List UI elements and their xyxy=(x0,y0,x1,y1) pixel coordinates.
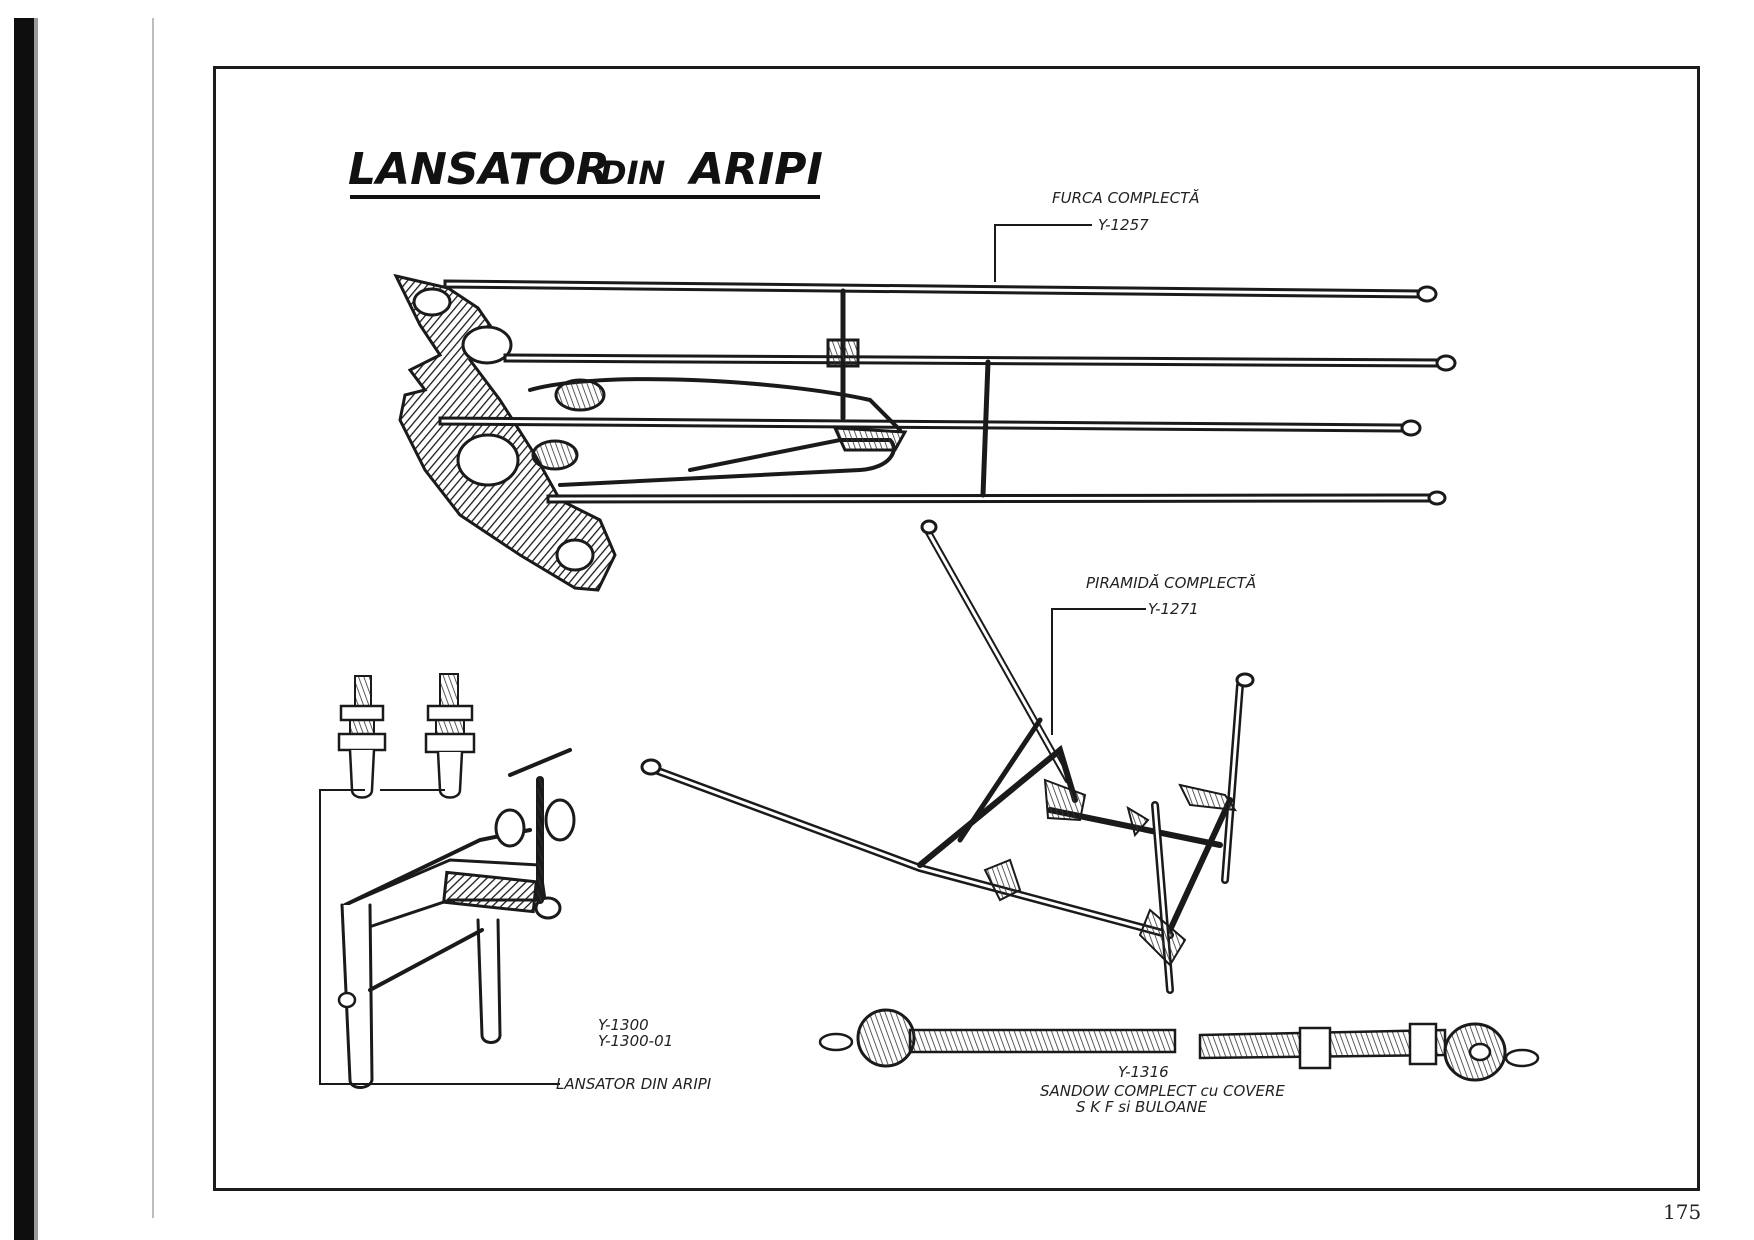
page-gutter-line xyxy=(152,18,154,1218)
plate-hole-upper xyxy=(461,325,513,365)
sandow-line2-label: S K F si BULOANE xyxy=(1076,1098,1207,1116)
plate-hole-lower xyxy=(456,433,520,487)
launcher-callout: Y-1300 Y-1300-01 LANSATOR DIN ARIPI xyxy=(319,789,712,1093)
sandow-code-label: Y-1316 xyxy=(1118,1063,1169,1081)
fork-callout: FURCA COMPLECTĂ Y-1257 xyxy=(994,188,1200,282)
fork-name-label: FURCA COMPLECTĂ xyxy=(1052,188,1200,207)
pyramid-code-label: Y-1271 xyxy=(1148,600,1199,618)
plate-hole-top xyxy=(412,287,452,317)
title-word-lansator: LANSATOR xyxy=(348,144,610,195)
pyramid-assembly xyxy=(640,519,1255,994)
page-number: 175 xyxy=(1663,1200,1702,1224)
sandow-line1-label: SANDOW COMPLECT cu COVERE xyxy=(1040,1082,1285,1100)
launcher-code-1: Y-1300 xyxy=(598,1016,649,1034)
fork-code-label: Y-1257 xyxy=(1098,216,1149,234)
fork-clamp xyxy=(826,338,860,368)
fork-tubes xyxy=(438,279,1457,506)
pyramid-callout: PIRAMIDĂ COMPLECTĂ Y-1271 xyxy=(1051,573,1256,735)
fork-assembly xyxy=(393,273,1457,592)
sandow-callout: Y-1316 SANDOW COMPLECT cu COVERE S K F s… xyxy=(1040,1063,1285,1116)
threaded-stud-right xyxy=(424,673,476,799)
pyramid-name-label: PIRAMIDĂ COMPLECTĂ xyxy=(1086,573,1256,592)
book-spine xyxy=(14,18,34,1240)
plate-hole-bottom xyxy=(555,538,595,572)
sandow-assembly xyxy=(818,1008,1540,1082)
launcher-assembly xyxy=(337,673,576,1089)
drawing-frame xyxy=(213,66,1700,1191)
drawing-title: LANSATOR DIN ARIPI xyxy=(348,144,823,199)
threaded-stud-left xyxy=(337,675,387,799)
spine-shadow xyxy=(34,18,38,1240)
title-word-aripi: ARIPI xyxy=(687,144,823,195)
launcher-name-label: LANSATOR DIN ARIPI xyxy=(556,1075,712,1093)
launcher-code-2: Y-1300-01 xyxy=(598,1032,673,1050)
fork-brace-vertical-2 xyxy=(980,359,991,498)
title-word-din: DIN xyxy=(600,154,665,192)
